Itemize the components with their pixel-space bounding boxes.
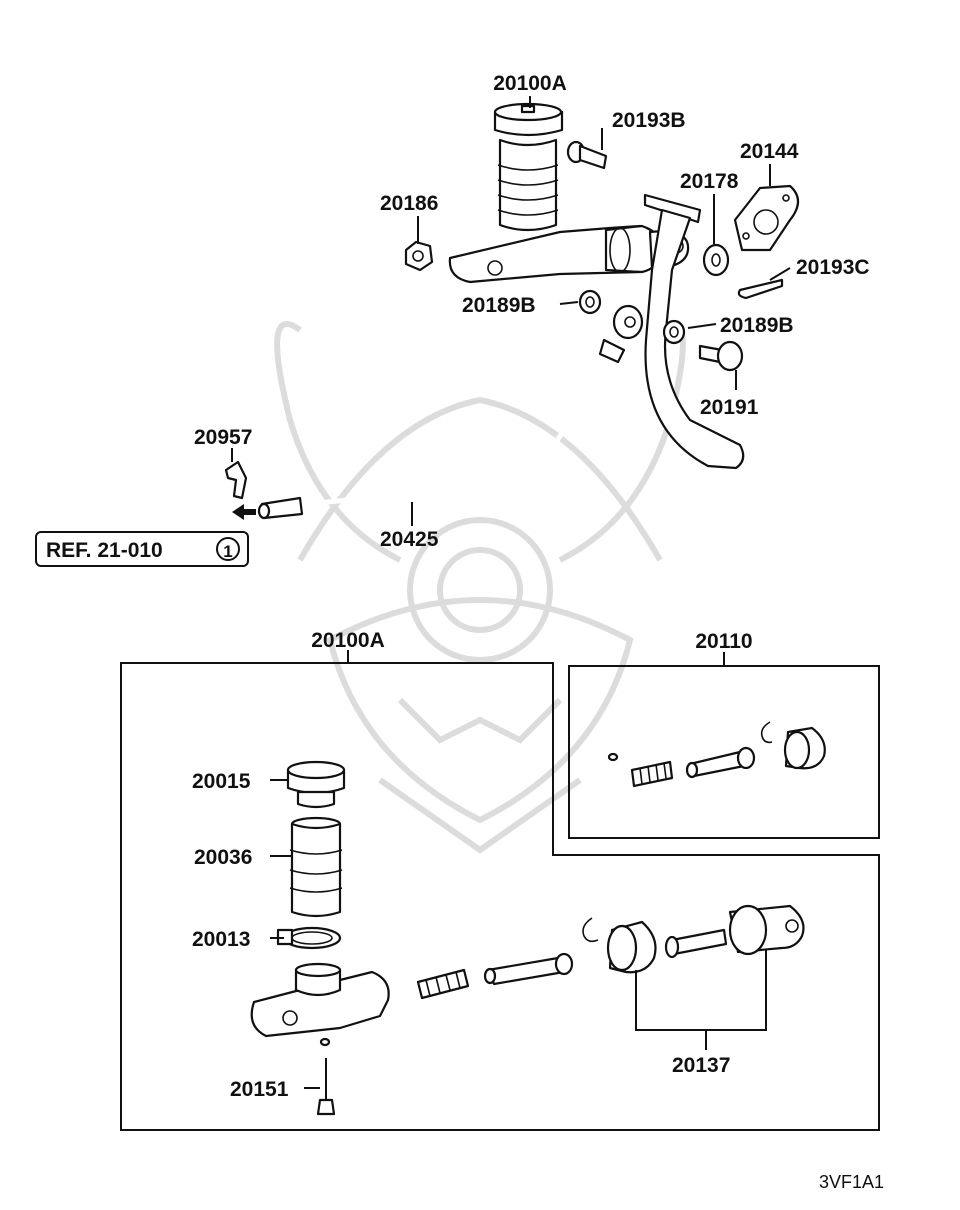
label-pin-bolt: 20191 [700,396,759,419]
label-bushing-right: 20189B [720,314,794,337]
cap-20015 [286,760,346,809]
lower-left-title: 20100A [311,629,385,652]
label-hose: 20425 [380,528,439,551]
pin-20193b [566,140,608,170]
reservoir-20036 [289,816,343,918]
label-reservoir: 20036 [194,846,252,869]
label-clip-pin: 20193C [796,256,870,279]
lower-right-box-frame [568,665,880,839]
label-band: 20013 [192,928,250,951]
clip-pin-20193c [737,278,784,300]
label-washer: 20178 [680,170,739,193]
washer-20178 [702,243,730,277]
kit-20110-parts [607,721,826,788]
clutch-pedal [643,193,745,470]
pin-bolt-20191 [698,340,744,372]
hose-20425 [257,304,644,520]
ref-circled-number: 1 [223,542,232,561]
label-pin-top: 20193B [612,109,686,132]
lower-spring-piston [416,952,574,1000]
label-cap: 20015 [192,770,251,793]
label-master-cylinder: 20100A [493,72,567,95]
lower-left-box-frame [120,662,880,1131]
label-bushing-left: 20189B [462,294,536,317]
ref-box[interactable]: REF. 21-010 1 [35,531,249,567]
kit-20137-parts [582,904,805,974]
bolt-20151 [316,1058,336,1116]
ref-text: REF. 21-010 [46,539,163,562]
bushing-left-20189b [578,289,602,315]
lower-cylinder-body [250,962,390,1047]
lower-right-title: 20110 [695,630,752,653]
label-plate: 20144 [740,140,799,163]
label-bolt: 20151 [230,1078,289,1101]
label-clip: 20957 [194,426,252,449]
diagram-code: 3VF1A1 [819,1172,884,1192]
lower-leader-lines [270,779,767,1089]
label-nut: 20186 [380,192,438,215]
nut-20186 [404,240,434,272]
band-20013 [276,926,342,950]
label-kit: 20137 [672,1054,730,1077]
clip-20957 [224,460,248,500]
ref-arrow [232,504,256,520]
plate-20144 [733,184,800,252]
bushing-right-20189b [662,319,686,345]
upper-leader-lines [231,96,791,526]
